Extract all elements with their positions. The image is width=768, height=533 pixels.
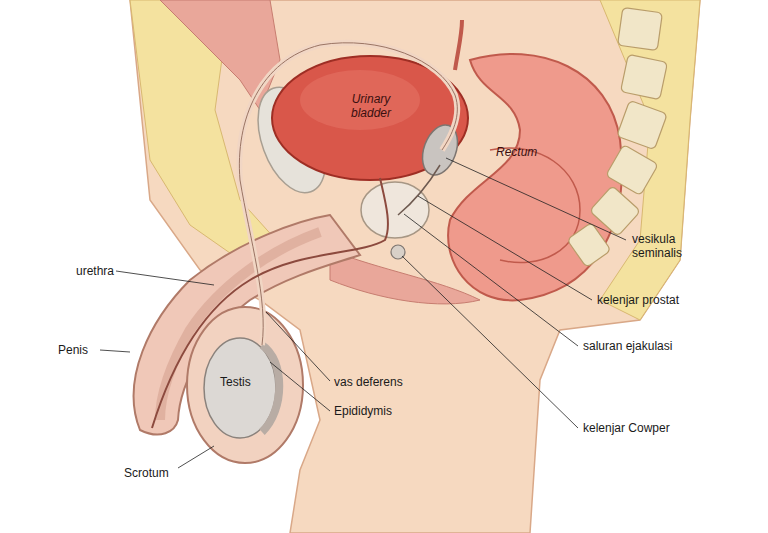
part-label: kelenjar Cowper: [583, 421, 713, 435]
label-holder: vesikula seminalis: [632, 232, 712, 260]
label-holder: Urinary bladder: [336, 92, 406, 120]
organ-label: Rectum: [496, 145, 566, 159]
label-holder: urethra: [76, 264, 136, 278]
label-holder: Scrotum: [124, 466, 194, 480]
part-label: saluran ejakulasi: [583, 339, 713, 353]
part-label: Epididymis: [334, 404, 434, 418]
label-holder: Penis: [58, 343, 118, 357]
part-label: vas deferens: [334, 375, 434, 389]
label-holder: Testis: [220, 375, 270, 389]
part-label: urethra: [76, 264, 136, 278]
part-label: kelenjar prostat: [597, 293, 727, 307]
label-holder: kelenjar prostat: [597, 293, 727, 307]
organ-label: Urinary bladder: [336, 92, 406, 120]
label-holder: saluran ejakulasi: [583, 339, 713, 353]
label-holder: Rectum: [496, 145, 566, 159]
label-holder: kelenjar Cowper: [583, 421, 713, 435]
label-holder: vas deferens: [334, 375, 434, 389]
part-label: Penis: [58, 343, 118, 357]
label-holder: Epididymis: [334, 404, 434, 418]
part-label: Scrotum: [124, 466, 194, 480]
part-label: vesikula seminalis: [632, 232, 712, 260]
part-label: Testis: [220, 375, 270, 389]
